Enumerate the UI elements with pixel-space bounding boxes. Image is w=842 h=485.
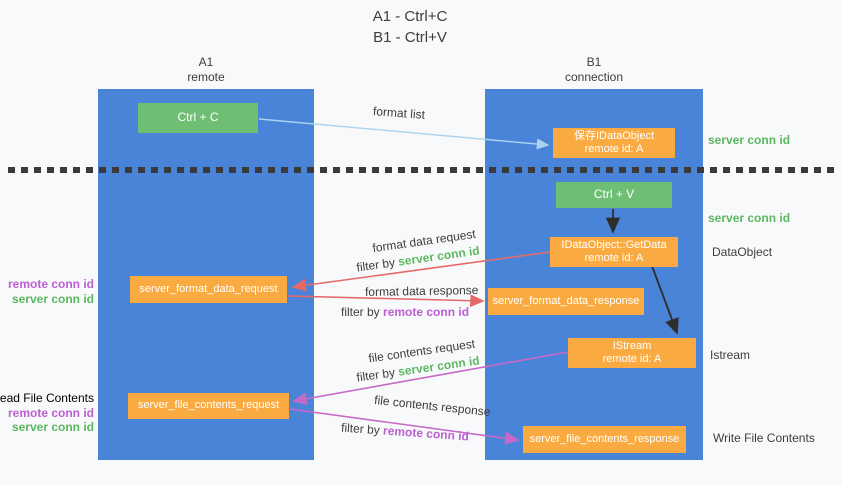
diagram-title: A1 - Ctrl+C B1 - Ctrl+V [310, 6, 510, 48]
label-istream: Istream [710, 348, 751, 362]
filter-by-text-1: filter by [355, 255, 396, 275]
node-save-idataobject: 保存IDataObject remote id: A [553, 128, 675, 158]
node-istream-line2: remote id: A [602, 353, 662, 365]
label-format-data-response: format data response [364, 283, 479, 299]
node-ctrl-c-label: Ctrl + C [177, 110, 219, 125]
label-read-file-contents: Read File Contents [0, 391, 94, 405]
label-filter-by-remote-conn-id-2: filter by remote conn id [341, 421, 470, 444]
node-istream: IStream remote id: A [568, 338, 696, 368]
node-getdata-line1: IDataObject::GetData [561, 238, 667, 251]
lane-a1-name: A1 [198, 55, 214, 69]
node-server-file-contents-response: server_file_contents_response [523, 426, 686, 453]
lane-header-a1: A1 remote [98, 55, 314, 85]
node-format-request-label: server_format_data_request [139, 282, 278, 295]
node-ctrl-v-label: Ctrl + V [593, 187, 635, 202]
lane-b1-role: connection [564, 70, 624, 84]
node-file-request-label: server_file_contents_request [137, 399, 280, 412]
label-file-contents-response: file contents response [373, 392, 492, 420]
node-server-file-contents-request: server_file_contents_request [128, 393, 289, 419]
left-conn-id-group-2: Read File Contents remote conn id server… [0, 391, 94, 435]
node-server-format-data-request: server_format_data_request [130, 276, 287, 303]
remote-conn-id-text-2: remote conn id [382, 423, 470, 444]
label-write-file-contents: Write File Contents [713, 431, 815, 445]
lane-a1-role: remote [187, 70, 225, 84]
label-format-list: format list [372, 104, 426, 122]
label-filter-by-remote-conn-id-1: filter by remote conn id [341, 305, 469, 319]
node-server-format-data-response: server_format_data_response [488, 288, 644, 315]
node-ctrl-c: Ctrl + C [138, 103, 258, 133]
lane-b1-name: B1 [586, 55, 602, 69]
lane-header-b1: B1 connection [485, 55, 703, 85]
label-remote-conn-id-left-2: remote conn id [7, 405, 94, 420]
filter-by-text-4: filter by [340, 420, 381, 438]
node-istream-line1: IStream [612, 339, 652, 352]
node-format-response-label: server_format_data_response [492, 294, 640, 307]
node-save-idataobject-line2: remote id: A [584, 143, 644, 155]
remote-conn-id-text-1: remote conn id [383, 305, 470, 319]
node-idataobject-getdata: IDataObject::GetData remote id: A [550, 237, 678, 267]
label-server-conn-id-left-1: server conn id [11, 291, 94, 306]
label-server-conn-id-left-2: server conn id [11, 420, 94, 434]
node-ctrl-v: Ctrl + V [556, 182, 672, 208]
left-conn-id-group-1: remote conn id server conn id [8, 277, 94, 306]
title-line-1: A1 - Ctrl+C [372, 8, 448, 25]
dotted-divider-line [8, 167, 836, 173]
label-server-conn-id-mid: server conn id [708, 211, 791, 225]
node-getdata-line2: remote id: A [584, 252, 644, 264]
title-line-2: B1 - Ctrl+V [373, 29, 447, 46]
filter-by-text-2: filter by [341, 305, 380, 319]
filter-by-text-3: filter by [355, 365, 396, 385]
label-remote-conn-id-left-1: remote conn id [7, 277, 94, 291]
label-server-conn-id-top: server conn id [708, 133, 791, 147]
label-dataobject: DataObject [712, 245, 773, 259]
node-save-idataobject-line1: 保存IDataObject [573, 129, 655, 142]
node-file-response-label: server_file_contents_response [529, 432, 680, 445]
